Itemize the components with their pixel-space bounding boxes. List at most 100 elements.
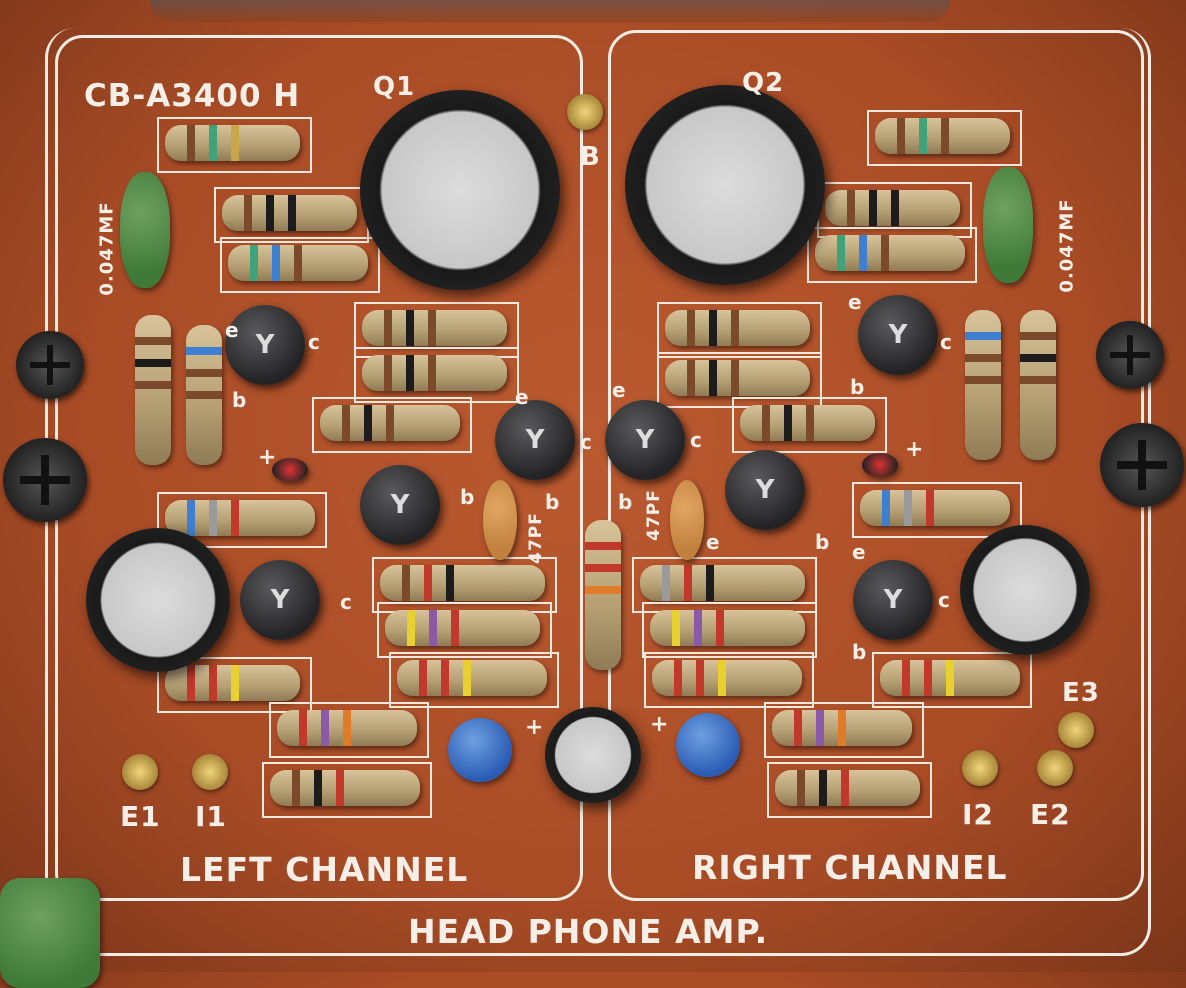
ceramic-capacitor — [483, 480, 517, 560]
transistor: Y — [853, 560, 933, 640]
color-band — [696, 660, 704, 696]
pin-label-b: b — [545, 490, 561, 514]
resistor-outline — [657, 352, 822, 408]
color-band — [187, 500, 195, 536]
q1-label: Q1 — [373, 72, 416, 102]
color-band — [585, 586, 621, 594]
resistor — [362, 310, 507, 346]
color-band — [364, 405, 372, 441]
resistor-outline — [269, 702, 429, 758]
resistor-outline — [354, 347, 519, 403]
q2-label: Q2 — [742, 68, 785, 98]
solder-pad — [962, 750, 998, 786]
diode — [862, 453, 898, 477]
color-band — [941, 118, 949, 154]
color-band — [343, 710, 351, 746]
resistor-outline — [764, 702, 924, 758]
color-band — [419, 660, 427, 696]
color-band — [429, 610, 437, 646]
color-band — [250, 245, 258, 281]
color-band — [859, 235, 867, 271]
pad-label-e2: E2 — [1030, 798, 1071, 831]
resistor — [135, 315, 171, 465]
pin-label-b: b — [850, 375, 866, 399]
resistor — [320, 405, 460, 441]
color-band — [384, 310, 392, 346]
solder-pad — [1037, 750, 1073, 786]
pin-label-c: c — [308, 330, 321, 354]
pin-label-b: b — [460, 485, 476, 509]
color-band — [718, 660, 726, 696]
screw-icon — [1096, 321, 1164, 389]
transistor-marking: Y — [888, 320, 908, 350]
polarity-plus: + — [650, 712, 670, 737]
pin-label-b: b — [852, 640, 868, 664]
color-band — [882, 490, 890, 526]
color-band — [946, 660, 954, 696]
color-band — [897, 118, 905, 154]
electrolytic-capacitor — [625, 85, 825, 285]
electrolytic-capacitor — [86, 528, 230, 672]
resistor-outline — [644, 652, 814, 708]
color-band — [231, 125, 239, 161]
green-film-capacitor — [0, 878, 100, 988]
color-band — [585, 542, 621, 550]
resistor-outline — [767, 762, 932, 818]
electrolytic-capacitor — [960, 525, 1090, 655]
resistor-outline — [657, 302, 822, 358]
transistor-marking: Y — [755, 475, 775, 505]
pad-label-i2: I2 — [962, 798, 994, 831]
color-band — [342, 405, 350, 441]
cap-value-right: 0.047MF — [1056, 198, 1078, 293]
pin-label-e: e — [612, 378, 627, 402]
pf-value-left: 47PF — [525, 512, 546, 564]
color-band — [891, 190, 899, 226]
resistor-outline — [807, 227, 977, 283]
color-band — [731, 360, 739, 396]
transistor-marking: Y — [270, 585, 290, 615]
color-band — [881, 235, 889, 271]
resistor — [825, 190, 960, 226]
pad-label-e3: E3 — [1062, 678, 1100, 708]
resistor — [165, 665, 300, 701]
solder-pad — [192, 754, 228, 790]
resistor-outline — [157, 492, 327, 548]
color-band — [294, 245, 302, 281]
pf-value-right: 47PF — [643, 489, 664, 541]
color-band — [402, 565, 410, 601]
color-band — [406, 310, 414, 346]
color-band — [135, 337, 171, 345]
color-band — [446, 565, 454, 601]
color-band — [209, 125, 217, 161]
color-band — [965, 376, 1001, 384]
color-band — [965, 332, 1001, 340]
transistor-marking: Y — [635, 425, 655, 455]
resistor — [165, 125, 300, 161]
resistor — [815, 235, 965, 271]
color-band — [186, 347, 222, 355]
right-channel-label: RIGHT CHANNEL — [692, 848, 1008, 887]
screw-icon — [3, 438, 87, 522]
color-band — [926, 490, 934, 526]
resistor-outline — [867, 110, 1022, 166]
resistor-outline — [157, 657, 312, 713]
color-band — [919, 118, 927, 154]
pin-label-b: b — [815, 530, 831, 554]
transistor: Y — [225, 305, 305, 385]
pin-label-e: e — [848, 290, 863, 314]
color-band — [672, 610, 680, 646]
resistor-outline — [220, 237, 380, 293]
resistor — [740, 405, 875, 441]
color-band — [288, 195, 296, 231]
pin-label-b: b — [618, 490, 634, 514]
pin-label-b: b — [232, 388, 248, 412]
resistor-outline — [389, 652, 559, 708]
resistor — [222, 195, 357, 231]
color-band — [902, 660, 910, 696]
solder-pad — [122, 754, 158, 790]
color-band — [684, 565, 692, 601]
resistor — [640, 565, 805, 601]
color-band — [1020, 376, 1056, 384]
transistor: Y — [725, 450, 805, 530]
resistor — [585, 520, 621, 670]
